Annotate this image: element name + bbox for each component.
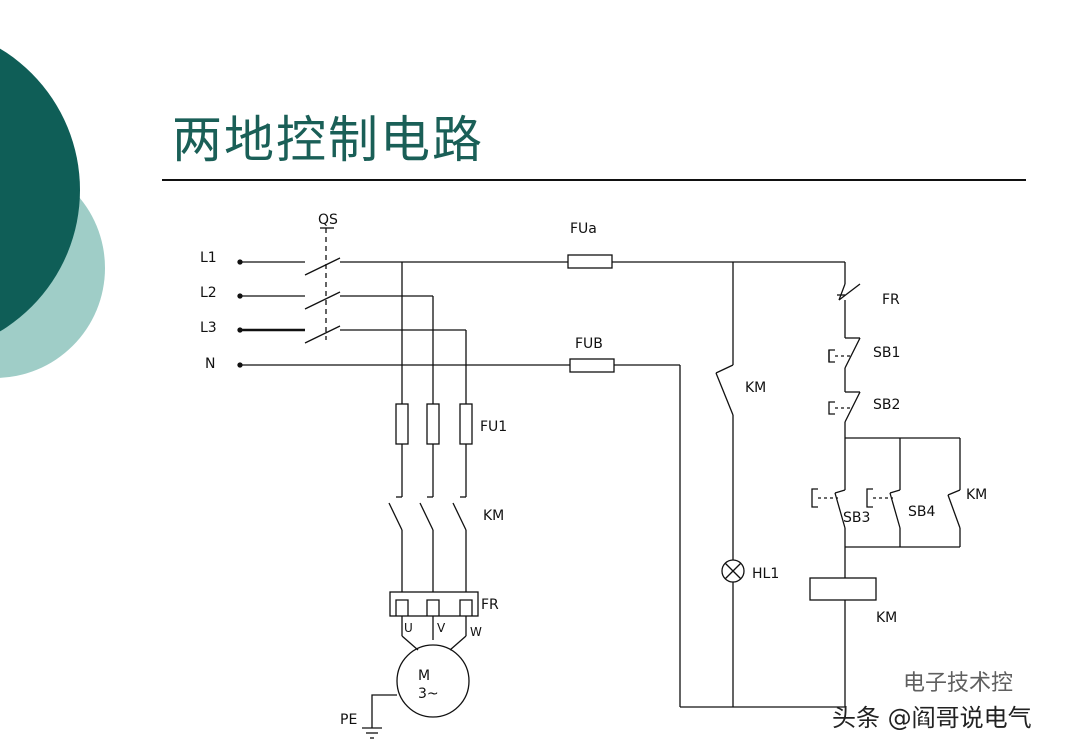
- pe-ground: [362, 694, 397, 739]
- label-fr-motor: FR: [481, 597, 499, 613]
- dark-teal-circle: [0, 48, 80, 332]
- fuse-fu1: [395, 403, 473, 445]
- label-l2: L2: [200, 285, 217, 301]
- label-km-hold: KM: [966, 487, 987, 503]
- label-km-coil: KM: [876, 610, 897, 626]
- fuse-fub: [569, 358, 615, 373]
- label-w: W: [470, 625, 482, 639]
- fuse-fua: [567, 254, 613, 269]
- three-phase-lines: [401, 262, 467, 497]
- control-branch: [809, 262, 961, 707]
- label-sb2: SB2: [873, 397, 900, 413]
- hl1-branch: [715, 262, 745, 707]
- input-terminals: [237, 259, 243, 368]
- label-motor-m: M: [418, 668, 430, 684]
- incoming-lines: [240, 261, 570, 366]
- neutral-return: [679, 365, 845, 708]
- label-km-main: KM: [483, 508, 504, 524]
- motor-leads: [401, 616, 467, 651]
- label-l3: L3: [200, 320, 217, 336]
- label-sb4: SB4: [908, 504, 935, 520]
- label-motor-phase: 3~: [418, 686, 439, 702]
- label-hl1: HL1: [752, 566, 779, 582]
- watermark-source: 头条 @阎哥说电气: [832, 704, 1032, 732]
- label-l1: L1: [200, 250, 217, 266]
- slide-title: 两地控制电路: [172, 111, 484, 169]
- label-qs: QS: [318, 212, 338, 228]
- label-u: U: [404, 621, 413, 635]
- label-fr-ctrl: FR: [882, 292, 900, 308]
- label-v: V: [437, 621, 446, 635]
- label-fu1: FU1: [480, 419, 507, 435]
- watermark-account: 电子技术控: [903, 671, 1014, 696]
- label-n: N: [205, 356, 215, 372]
- label-km-light: KM: [745, 380, 766, 396]
- label-fub: FUB: [575, 336, 603, 352]
- fr-thermal-element: [389, 591, 479, 617]
- label-sb1: SB1: [873, 345, 900, 361]
- motor-m: [396, 644, 470, 718]
- label-fua: FUa: [570, 221, 597, 237]
- power-bus: [340, 261, 845, 366]
- label-sb3: SB3: [843, 510, 870, 526]
- label-pe: PE: [340, 712, 357, 728]
- km-main-contacts: [388, 496, 467, 592]
- qs-switch: [304, 227, 341, 344]
